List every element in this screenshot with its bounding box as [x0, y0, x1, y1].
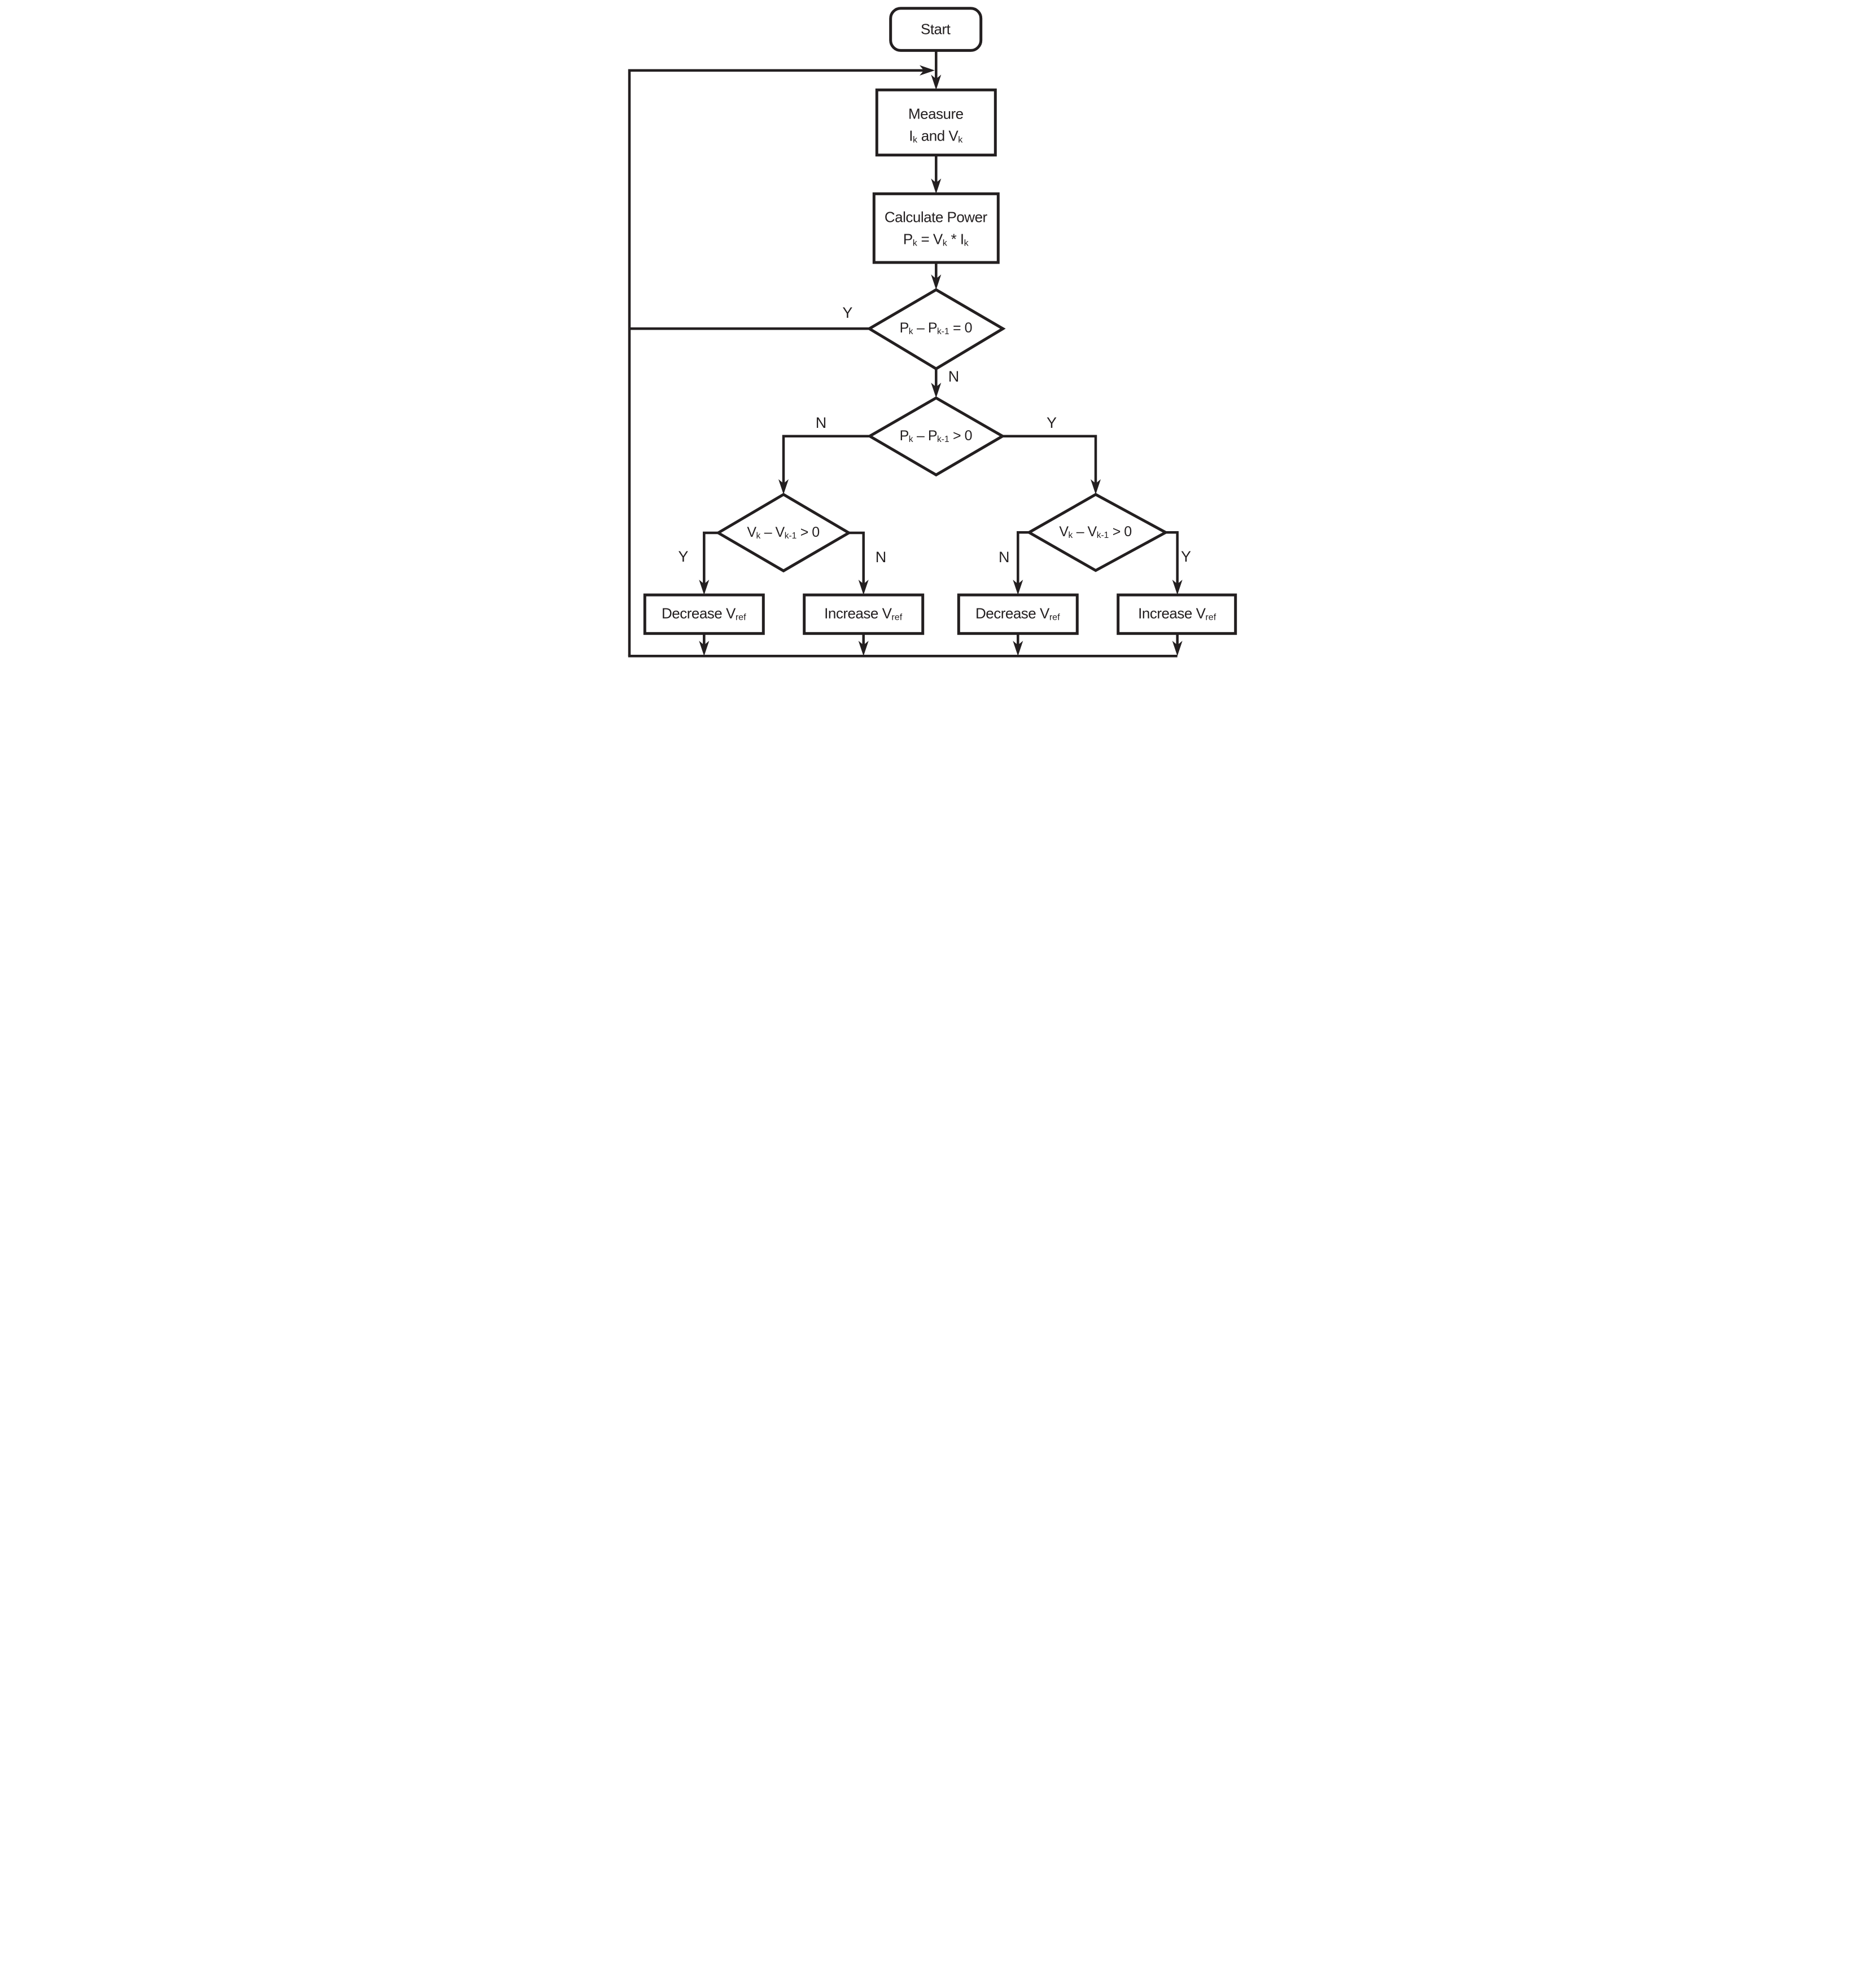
measure-label-line2: Ik and Vk: [909, 127, 963, 145]
arrowhead-decrease-right-loop: [1012, 641, 1023, 656]
measure-label-line1: Measure: [908, 105, 964, 122]
flowchart-canvas: Start Measure Ik and Vk Calculate Power …: [620, 2, 1240, 665]
edge-decision3-yes-to-decrease: [702, 531, 718, 585]
decision2-label: Pk – Pk-1 > 0: [899, 427, 973, 444]
flowchart-svg: [628, 7, 1237, 658]
arrowhead-into-decision3: [778, 479, 789, 494]
decision4-yes-label: Y: [1181, 548, 1191, 565]
arrowhead-loop-into-main-line: [919, 65, 935, 76]
increase-vref-right-label: Increase Vref: [1138, 605, 1216, 623]
decision-voltage-delta-right-shape: [1026, 493, 1168, 572]
arrowhead-decrease-left-loop: [698, 641, 709, 656]
decrease-vref-right-shape: [957, 593, 1079, 635]
arrowhead-into-decrease-right: [1012, 580, 1023, 595]
decision1-yes-label: Y: [842, 304, 852, 321]
start-label: Start: [920, 20, 951, 38]
arrowhead-into-decision1: [930, 274, 941, 290]
edge-decision2-no-to-decision3: [782, 435, 870, 485]
decision4-no-label: N: [999, 549, 1010, 566]
increase-vref-left-shape: [802, 593, 924, 635]
calculate-power-process-shape: [872, 192, 1000, 264]
arrowhead-into-decision2: [930, 383, 941, 398]
edge-decision4-yes-to-increase: [1165, 531, 1179, 585]
arrowhead-increase-left-loop: [858, 641, 869, 656]
decision2-yes-label: Y: [1047, 414, 1057, 431]
decision-power-delta-zero-shape: [866, 288, 1006, 371]
decision3-yes-label: Y: [678, 548, 688, 566]
start-terminator-shape: [889, 7, 982, 52]
calculate-label-line1: Calculate Power: [884, 208, 987, 226]
arrowhead-into-decrease-left: [698, 580, 709, 595]
measure-process-shape: [875, 88, 997, 157]
edge-decision3-no-to-increase: [848, 531, 865, 585]
decrease-vref-right-label: Decrease Vref: [975, 605, 1060, 623]
decision-power-delta-positive-shape: [866, 396, 1005, 477]
edge-decision2-yes-to-decision4: [1002, 435, 1097, 485]
arrowhead-into-calculate: [930, 178, 941, 194]
decision1-label: Pk – Pk-1 = 0: [899, 320, 973, 337]
decision3-label: Vk – Vk-1 > 0: [747, 524, 820, 541]
decrease-vref-left-shape: [643, 593, 765, 635]
decision-voltage-delta-left-shape: [715, 493, 852, 573]
edge-decision4-no-to-decrease: [1016, 531, 1029, 585]
increase-vref-right-shape: [1116, 593, 1237, 635]
decision2-no-label: N: [815, 414, 827, 431]
calculate-label-line2: Pk = Vk * Ik: [903, 230, 969, 248]
arrowhead-increase-right-loop: [1172, 641, 1183, 656]
arrowhead-into-measure: [930, 75, 941, 90]
decrease-vref-left-label: Decrease Vref: [661, 605, 746, 623]
increase-vref-left-label: Increase Vref: [824, 605, 903, 623]
arrowhead-into-decision4: [1090, 479, 1101, 494]
arrowhead-into-increase-right: [1172, 580, 1183, 595]
decision1-no-label: N: [948, 367, 960, 385]
decision4-label: Vk – Vk-1 > 0: [1059, 524, 1132, 541]
decision3-no-label: N: [875, 549, 887, 566]
arrowhead-into-increase-left: [858, 580, 869, 595]
